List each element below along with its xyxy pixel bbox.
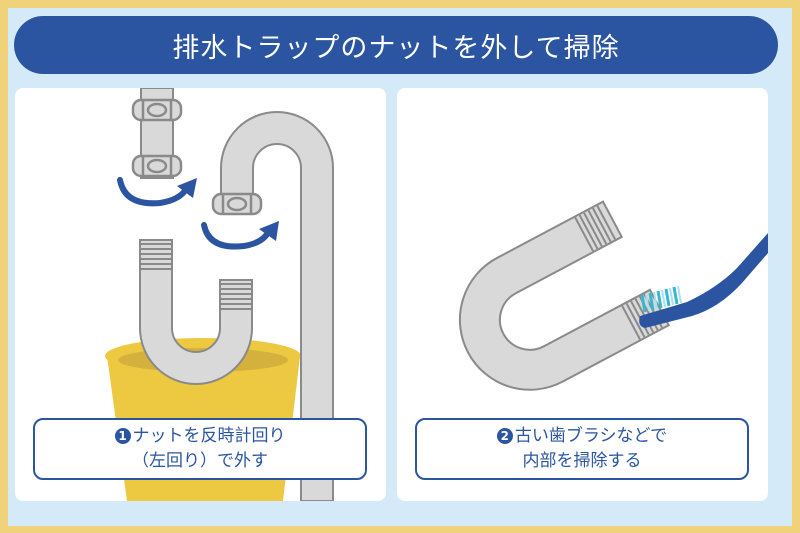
step-number-badge: 2 xyxy=(496,428,513,444)
step-2-line-1: 古い歯ブラシなどで xyxy=(514,426,668,446)
step-2-line-2: 内部を掃除する xyxy=(522,451,642,471)
nut-icon xyxy=(211,192,263,216)
toothbrush-icon xyxy=(639,233,768,328)
arrow-head-icon xyxy=(177,178,197,198)
title-banner: 排水トラップのナットを外して掃除 xyxy=(14,16,778,74)
removed-trap-icon xyxy=(458,200,671,391)
nut-icon xyxy=(131,98,183,178)
step-number-badge: 1 xyxy=(114,428,131,444)
counterclockwise-arrow-icon xyxy=(117,177,190,207)
step-1-line-1: ナットを反時計回り xyxy=(132,426,286,446)
step-1-line-2: （左回り）で外す xyxy=(132,451,268,471)
counterclockwise-arrow-icon xyxy=(201,222,272,250)
arrow-head-icon xyxy=(259,221,279,241)
cleaning-illustration xyxy=(458,200,768,391)
page-title: 排水トラップのナットを外して掃除 xyxy=(172,32,620,64)
u-trap-icon xyxy=(139,239,253,385)
j-pipe-icon xyxy=(220,111,334,501)
